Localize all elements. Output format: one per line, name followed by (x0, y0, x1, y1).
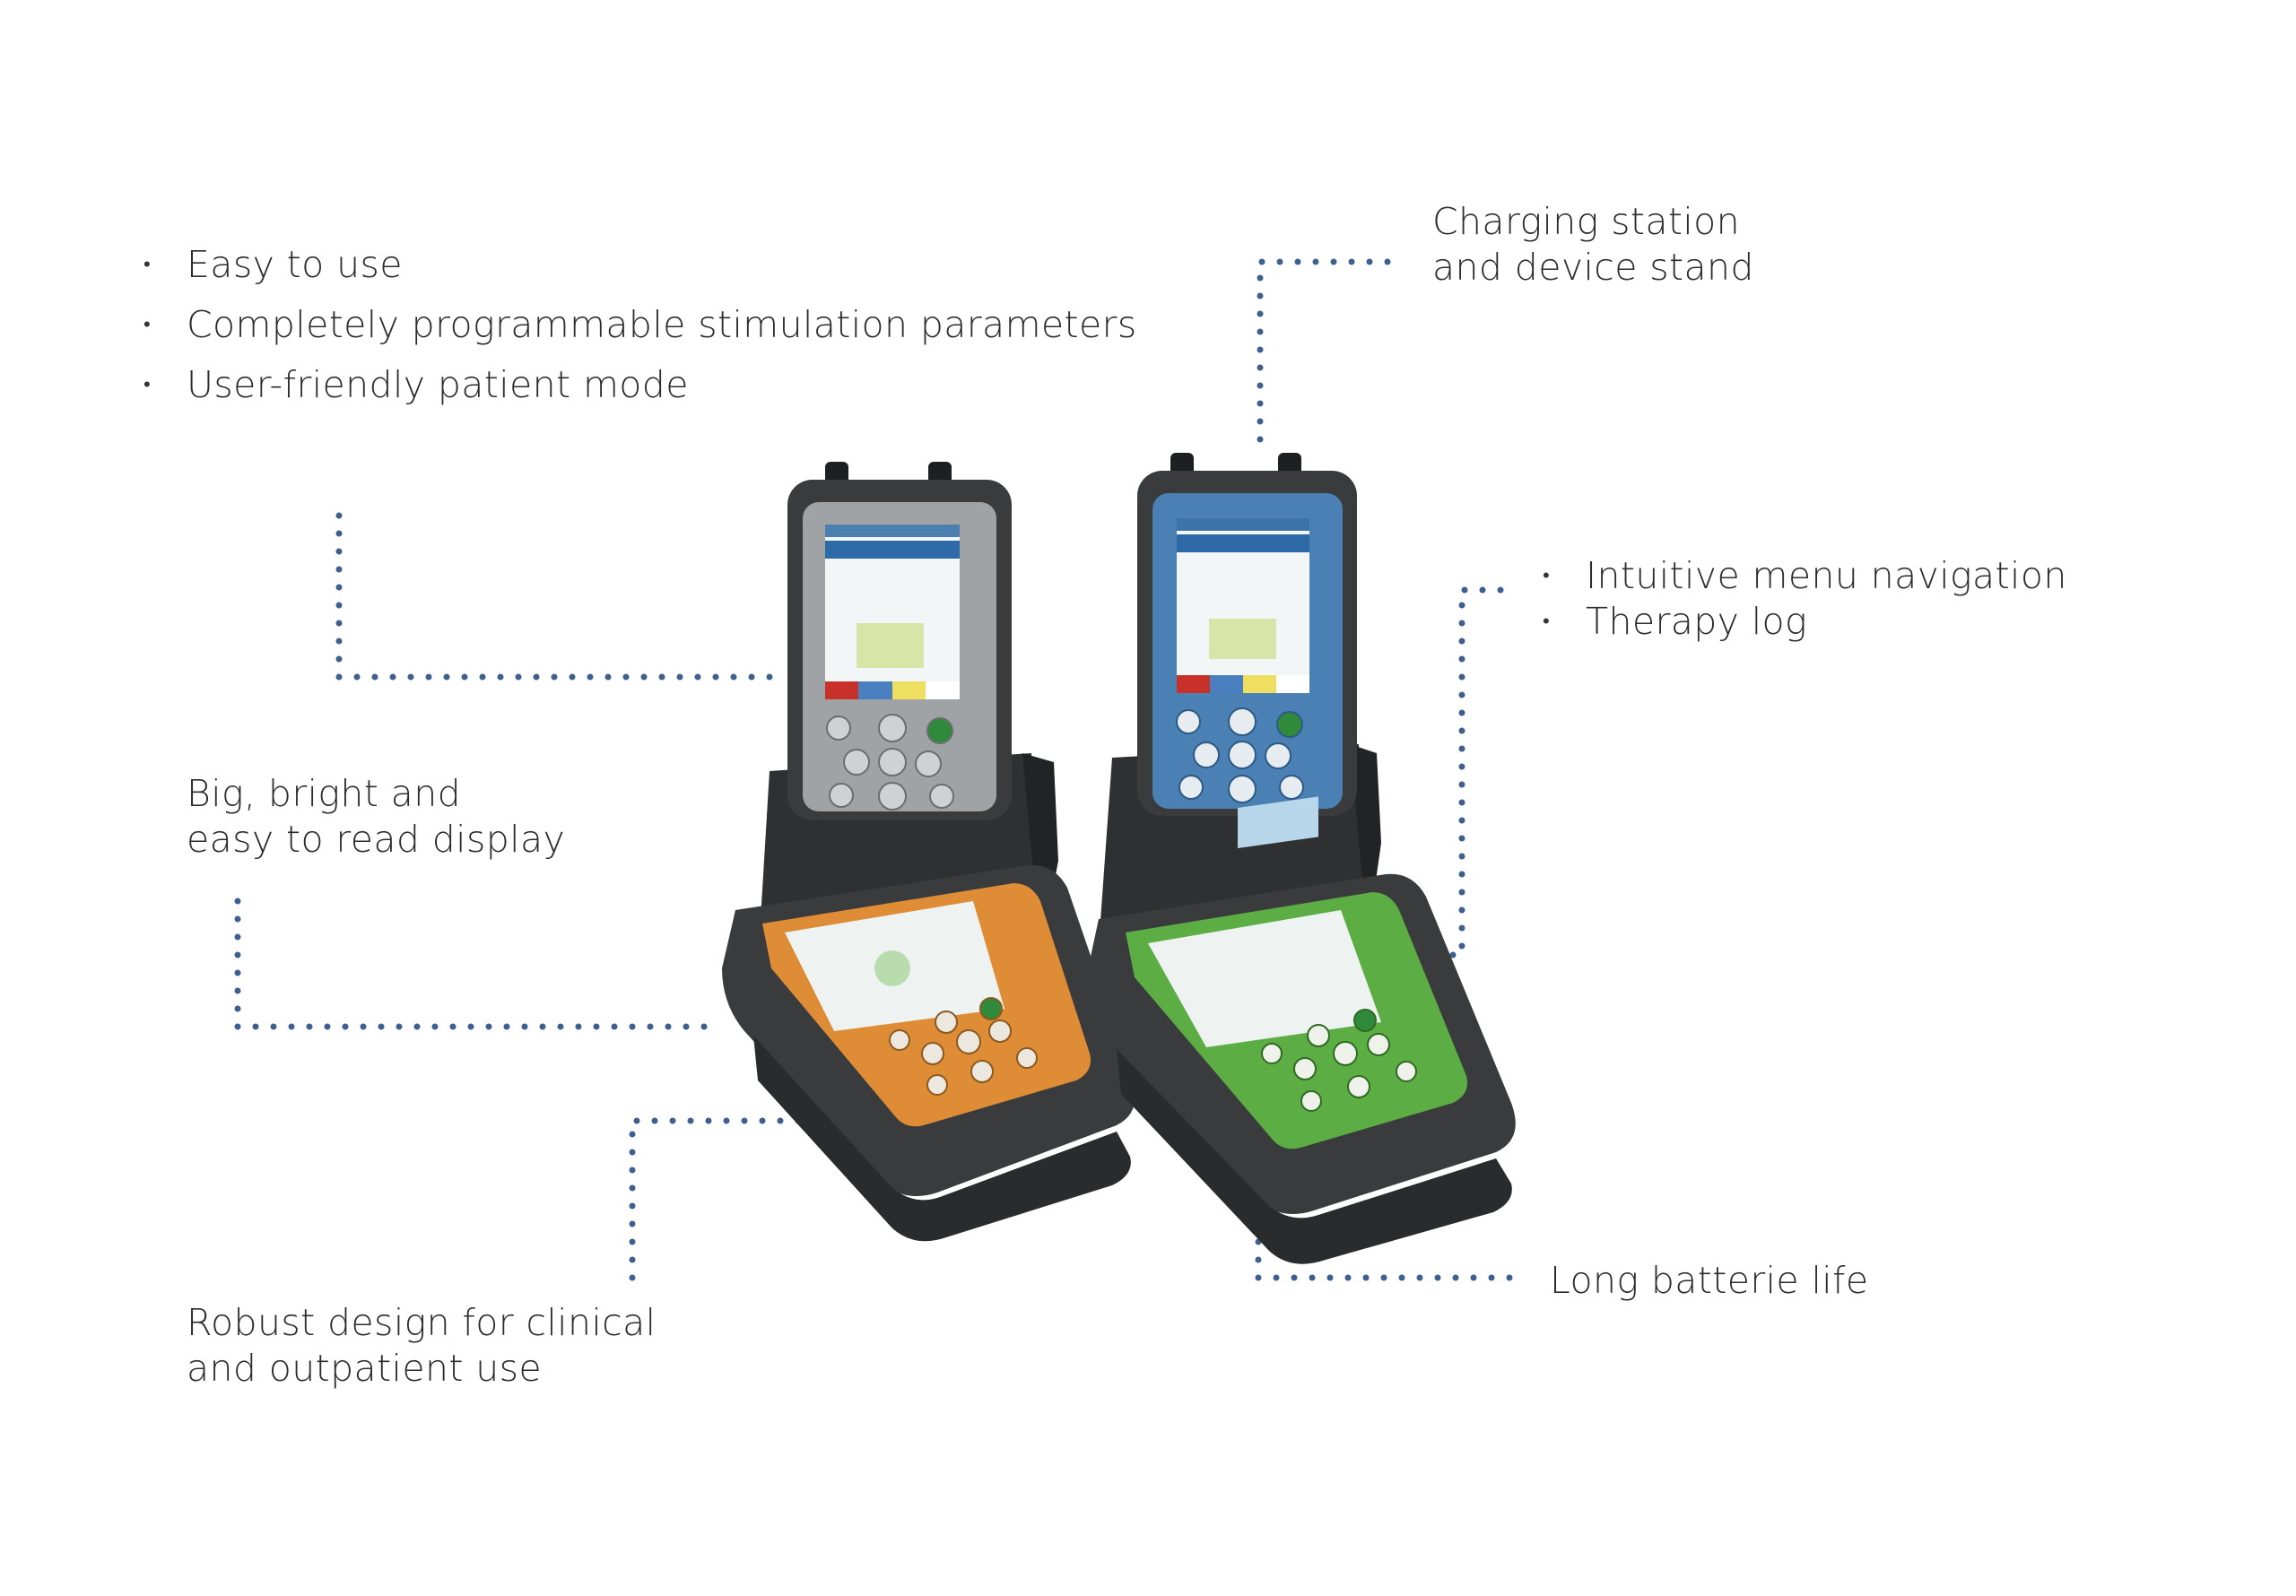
feature-charging-line2: and device stand (1432, 246, 1754, 289)
feature-battery-text: Long batterie life (1550, 1259, 1869, 1302)
feature-therapy-log: Therapy log (1543, 599, 2067, 645)
leader-line-battery (1255, 1184, 1519, 1281)
feature-charging: Charging station and device stand (1432, 199, 1754, 291)
feature-robust: Robust design for clinical and outpatien… (187, 1300, 656, 1392)
feature-robust-line2: and outpatient use (187, 1347, 543, 1390)
leader-line-robust (629, 1117, 824, 1281)
green-desktop-device (1085, 796, 1516, 1264)
feature-list-top-left: Easy to use Completely programmable stim… (144, 242, 1137, 422)
feature-charging-line1: Charging station (1432, 200, 1740, 243)
leader-line-top-left (335, 512, 775, 681)
leader-line-display (234, 898, 721, 1030)
leader-line-charging (1257, 258, 1398, 443)
leader-lines (234, 258, 1519, 1281)
feature-patient-mode: User-friendly patient mode (144, 362, 1137, 408)
feature-battery: Long batterie life (1550, 1258, 1869, 1304)
feature-robust-line1: Robust design for clinical (187, 1301, 657, 1344)
feature-display-line1: Big, bright and (187, 772, 462, 815)
orange-desktop-device (722, 864, 1135, 1242)
feature-menu-navigation: Intuitive menu navigation (1543, 553, 2067, 599)
feature-list-menu: Intuitive menu navigation Therapy log (1543, 553, 2067, 659)
feature-display: Big, bright and easy to read display (187, 771, 565, 863)
feature-easy-to-use: Easy to use (144, 242, 1137, 288)
blue-handheld-device (1137, 453, 1357, 816)
feature-display-line2: easy to read display (187, 818, 566, 861)
grey-handheld-device (787, 462, 1012, 820)
feature-programmable: Completely programmable stimulation para… (144, 302, 1137, 348)
